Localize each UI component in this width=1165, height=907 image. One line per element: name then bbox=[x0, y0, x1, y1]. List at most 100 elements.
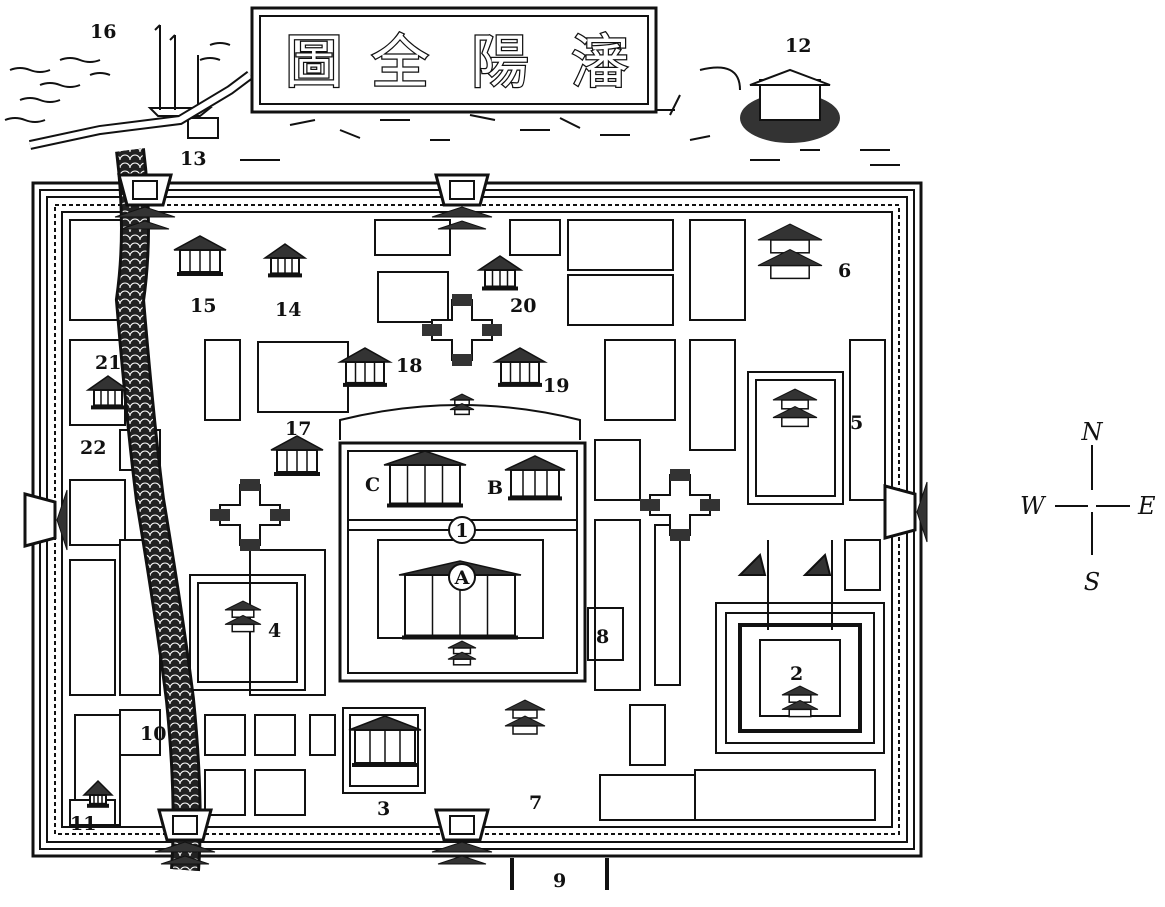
compass-south: S bbox=[1084, 568, 1100, 596]
city-block bbox=[69, 479, 126, 546]
label-18: 18 bbox=[396, 355, 422, 377]
building-c bbox=[383, 450, 467, 508]
label-9: 9 bbox=[553, 870, 566, 892]
city-block bbox=[204, 339, 241, 421]
city-block bbox=[594, 439, 641, 501]
city-block bbox=[629, 704, 666, 766]
southwest-gate bbox=[154, 808, 216, 865]
building-21 bbox=[85, 375, 131, 410]
palace-north-gate bbox=[449, 393, 475, 416]
temple-outside-12 bbox=[740, 68, 840, 143]
city-block bbox=[694, 769, 876, 821]
building-14 bbox=[262, 243, 308, 278]
city-block bbox=[599, 774, 701, 821]
compass-east: E bbox=[1137, 492, 1156, 520]
building-19 bbox=[492, 347, 548, 387]
compound-5 bbox=[747, 371, 844, 505]
city-block bbox=[844, 539, 881, 591]
building-11 bbox=[82, 779, 114, 808]
title-plaque: 圖 全 陽 瀋 bbox=[250, 6, 658, 114]
city-block bbox=[204, 714, 246, 756]
map-labels: 16 12 13 15 14 20 6 21 18 19 22 17 C B 5… bbox=[70, 21, 863, 892]
boats bbox=[147, 24, 219, 139]
compound-2 bbox=[715, 540, 885, 754]
city-block bbox=[249, 549, 326, 696]
city-block bbox=[257, 341, 349, 413]
building-20 bbox=[476, 255, 524, 291]
palace-south-gate bbox=[447, 640, 477, 666]
city-block bbox=[309, 714, 336, 756]
pagoda-6 bbox=[757, 223, 823, 280]
city-block bbox=[254, 714, 296, 756]
east-gate bbox=[883, 481, 928, 543]
river-waves bbox=[4, 42, 900, 166]
city-block bbox=[377, 271, 449, 323]
label-14: 14 bbox=[275, 299, 301, 321]
city-block bbox=[567, 219, 674, 271]
label-12: 12 bbox=[785, 35, 811, 57]
label-21: 21 bbox=[95, 352, 121, 374]
city-block bbox=[689, 339, 736, 451]
north-gate bbox=[431, 173, 493, 230]
label-1: 1 bbox=[455, 520, 468, 542]
compound-3 bbox=[342, 707, 426, 794]
west-gate bbox=[23, 489, 68, 551]
label-22: 22 bbox=[80, 437, 106, 459]
city-block bbox=[604, 339, 676, 421]
pagoda-5 bbox=[772, 388, 818, 428]
south-gate bbox=[431, 808, 493, 865]
label-16: 16 bbox=[90, 21, 116, 43]
label-5: 5 bbox=[850, 412, 863, 434]
city-block bbox=[689, 219, 746, 321]
label-17: 17 bbox=[285, 418, 311, 440]
label-B: B bbox=[487, 477, 503, 499]
building-4 bbox=[224, 600, 262, 633]
title-char-3: 陽 bbox=[471, 28, 529, 96]
city-block bbox=[594, 519, 641, 691]
label-8: 8 bbox=[596, 626, 609, 648]
label-7: 7 bbox=[529, 792, 542, 814]
south-exit-9 bbox=[510, 858, 609, 890]
label-19: 19 bbox=[543, 375, 569, 397]
label-11: 11 bbox=[70, 813, 96, 835]
city-block bbox=[509, 219, 561, 256]
compass-west: W bbox=[1020, 492, 1047, 520]
pavilion-7 bbox=[504, 699, 546, 735]
label-13: 13 bbox=[180, 148, 206, 170]
label-4: 4 bbox=[268, 620, 281, 642]
label-3: 3 bbox=[377, 798, 390, 820]
title-char-2: 全 bbox=[371, 28, 429, 96]
city-block bbox=[374, 219, 451, 256]
city-block bbox=[204, 769, 246, 816]
north-bell-tower bbox=[422, 294, 502, 366]
city-block bbox=[254, 769, 306, 816]
label-6: 6 bbox=[838, 260, 851, 282]
building-18 bbox=[337, 347, 393, 387]
west-drum-tower bbox=[210, 479, 290, 551]
northwest-gate bbox=[114, 173, 176, 230]
label-20: 20 bbox=[510, 295, 536, 317]
label-10: 10 bbox=[140, 723, 166, 745]
buildings bbox=[23, 173, 928, 865]
title-char-1: 圖 bbox=[285, 28, 343, 96]
compass-rose: N E S W bbox=[1020, 418, 1156, 596]
compass-north: N bbox=[1081, 418, 1104, 446]
label-2: 2 bbox=[790, 663, 803, 685]
title-char-4: 瀋 bbox=[571, 28, 629, 96]
city-block bbox=[119, 709, 161, 756]
city-block bbox=[654, 524, 681, 686]
label-A: A bbox=[454, 567, 470, 589]
city-block bbox=[69, 559, 116, 696]
gate-2 bbox=[781, 685, 819, 718]
city-block bbox=[567, 274, 674, 326]
building-17 bbox=[270, 435, 324, 476]
east-drum-tower bbox=[640, 469, 720, 541]
building-15 bbox=[173, 235, 227, 276]
label-C: C bbox=[365, 474, 380, 496]
building-b bbox=[504, 455, 566, 501]
street-blocks bbox=[69, 219, 886, 826]
city-block bbox=[849, 339, 886, 501]
building-3 bbox=[348, 715, 422, 767]
label-15: 15 bbox=[190, 295, 216, 317]
